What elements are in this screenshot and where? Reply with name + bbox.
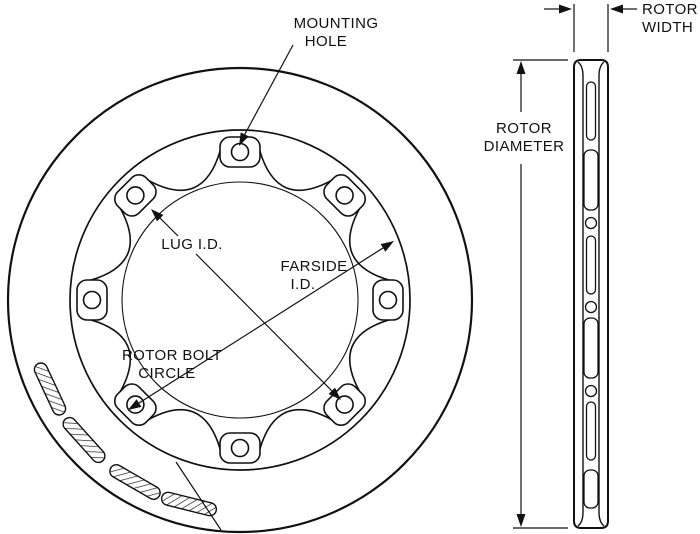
inner-plate-faces <box>577 61 605 527</box>
arrowhead <box>380 241 394 252</box>
arrowhead <box>610 4 623 14</box>
rotor-bolt-circle-label: ROTOR BOLT <box>122 347 222 364</box>
vane <box>585 235 597 295</box>
mounting-hole <box>230 438 250 458</box>
mounting-pad <box>113 173 157 217</box>
rotor-side-view: ROTOR WIDTH ROTOR DIAMETER <box>484 1 698 529</box>
bolt-circle-farside-line <box>128 241 394 410</box>
rotor-slot <box>62 416 106 464</box>
mounting-pad <box>323 383 367 427</box>
vane <box>584 216 598 230</box>
rotor-diameter-dimension <box>513 59 568 529</box>
rotor-slot <box>33 362 67 416</box>
vane <box>585 81 597 141</box>
vane <box>584 384 598 398</box>
mount-ring-circle <box>69 129 411 471</box>
mounting-pad <box>219 432 261 464</box>
arrowhead <box>128 399 142 410</box>
farside-id-label: I.D. <box>291 276 316 293</box>
lug-id-line <box>151 209 341 400</box>
rotor-slot <box>160 491 218 517</box>
rotor-width-dimension <box>544 4 637 52</box>
vane <box>585 401 597 461</box>
mounting-hole <box>230 142 250 162</box>
rotor-front-view: MOUNTING HOLE LUG I.D. FARSIDE I.D. ROTO… <box>6 15 474 534</box>
mounting-hole-label: HOLE <box>305 33 347 50</box>
mounting-hole <box>82 290 102 310</box>
mounting-hole <box>126 186 145 205</box>
mounting-pad <box>219 136 261 168</box>
front-annotations <box>128 44 394 410</box>
rotor-outer-edge-circle <box>6 66 474 534</box>
rotor-bolt-circle-label: CIRCLE <box>138 365 195 382</box>
farside-id-label: FARSIDE <box>281 258 348 275</box>
mounting-hole-label: MOUNTING <box>294 15 379 32</box>
vane <box>583 317 599 379</box>
arrowhead <box>328 387 341 400</box>
mounting-hole <box>335 186 354 205</box>
mounting-pad <box>76 279 108 321</box>
vane <box>584 300 598 314</box>
arrowhead <box>516 514 526 527</box>
section-break-line <box>175 461 222 531</box>
mounting-pad <box>372 279 404 321</box>
rotor-diameter-label: ROTOR <box>496 120 552 137</box>
scallop-edge <box>90 150 390 450</box>
hub-inner-circle <box>121 181 359 419</box>
mounting-hole-leader <box>239 44 294 146</box>
arrowhead <box>151 209 164 222</box>
arrowhead <box>516 61 526 74</box>
vent-vanes <box>583 81 599 509</box>
rotor-width-label: ROTOR <box>642 1 698 18</box>
rotor-slot <box>109 464 161 500</box>
front-labels: MOUNTING HOLE LUG I.D. FARSIDE I.D. ROTO… <box>122 15 378 382</box>
mounting-hole <box>378 290 398 310</box>
lug-id-label: LUG I.D. <box>161 236 223 253</box>
arrowhead <box>559 4 572 14</box>
arrowhead <box>239 132 249 146</box>
mounting-pad <box>323 173 367 217</box>
side-labels: ROTOR WIDTH ROTOR DIAMETER <box>484 1 698 155</box>
vane <box>583 149 599 211</box>
mounting-pads <box>76 136 404 464</box>
rotor-slots <box>33 362 222 531</box>
vane <box>583 469 599 509</box>
rotor-width-label: WIDTH <box>642 19 693 36</box>
rotor-diameter-label: DIAMETER <box>484 138 565 155</box>
